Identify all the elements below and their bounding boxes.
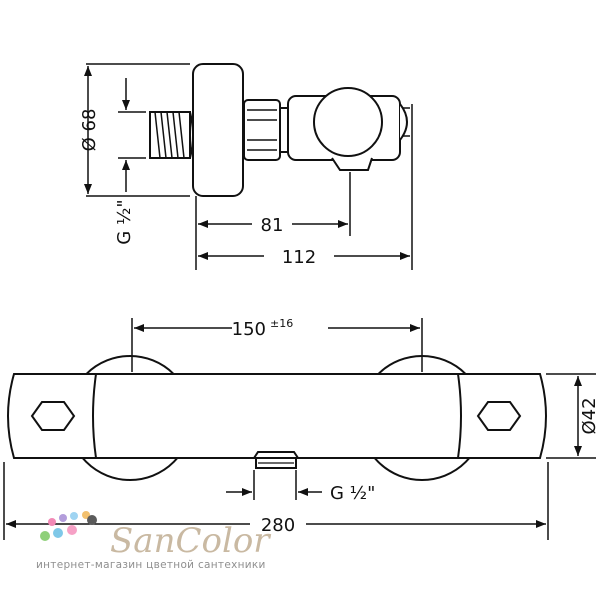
bar-divider-right: [457, 373, 462, 459]
watermark-dot: [70, 512, 78, 520]
watermark-dots-icon: [40, 511, 97, 541]
front-dimensions: [3, 318, 596, 540]
threaded-inlet: [149, 111, 194, 159]
watermark-dot: [40, 531, 50, 541]
watermark-dot: [59, 514, 67, 522]
label-depth-81: 81: [261, 215, 284, 236]
watermark-logo: SanColor интернет-магазин цветной сантех…: [36, 511, 271, 571]
dim-diameter-68: [84, 63, 190, 197]
bar-divider-left: [92, 373, 97, 459]
watermark-dot: [53, 528, 63, 538]
watermark-dot: [48, 518, 56, 526]
thermostat-bar: [7, 373, 547, 459]
wall-rosette: [192, 63, 244, 197]
handle-grip-left: [30, 401, 76, 431]
watermark-tagline: интернет-магазин цветной сантехники: [36, 559, 266, 571]
dim-depth-112: [198, 104, 413, 270]
thermostat-body-profile: [287, 87, 410, 171]
label-spacing-tolerance: ±16: [270, 317, 293, 330]
dim-depth-81: [195, 172, 351, 270]
label-thread-outlet: G ½": [330, 483, 375, 504]
hex-nut: [243, 99, 289, 161]
watermark-dot: [67, 525, 77, 535]
watermark-dot: [87, 515, 97, 525]
front-view: [7, 355, 547, 481]
handle-grip-right: [476, 401, 522, 431]
label-spacing-150: 150: [232, 319, 266, 340]
label-thread-top: G ½": [114, 199, 135, 244]
outlet-nozzle: [252, 451, 300, 469]
label-total-280: 280: [261, 515, 295, 536]
watermark-brand: SanColor: [110, 521, 271, 561]
top-view: [84, 63, 413, 270]
label-diameter-42: Ø42: [579, 397, 600, 434]
label-diameter-68: Ø 68: [79, 109, 100, 152]
label-depth-112: 112: [282, 247, 316, 268]
